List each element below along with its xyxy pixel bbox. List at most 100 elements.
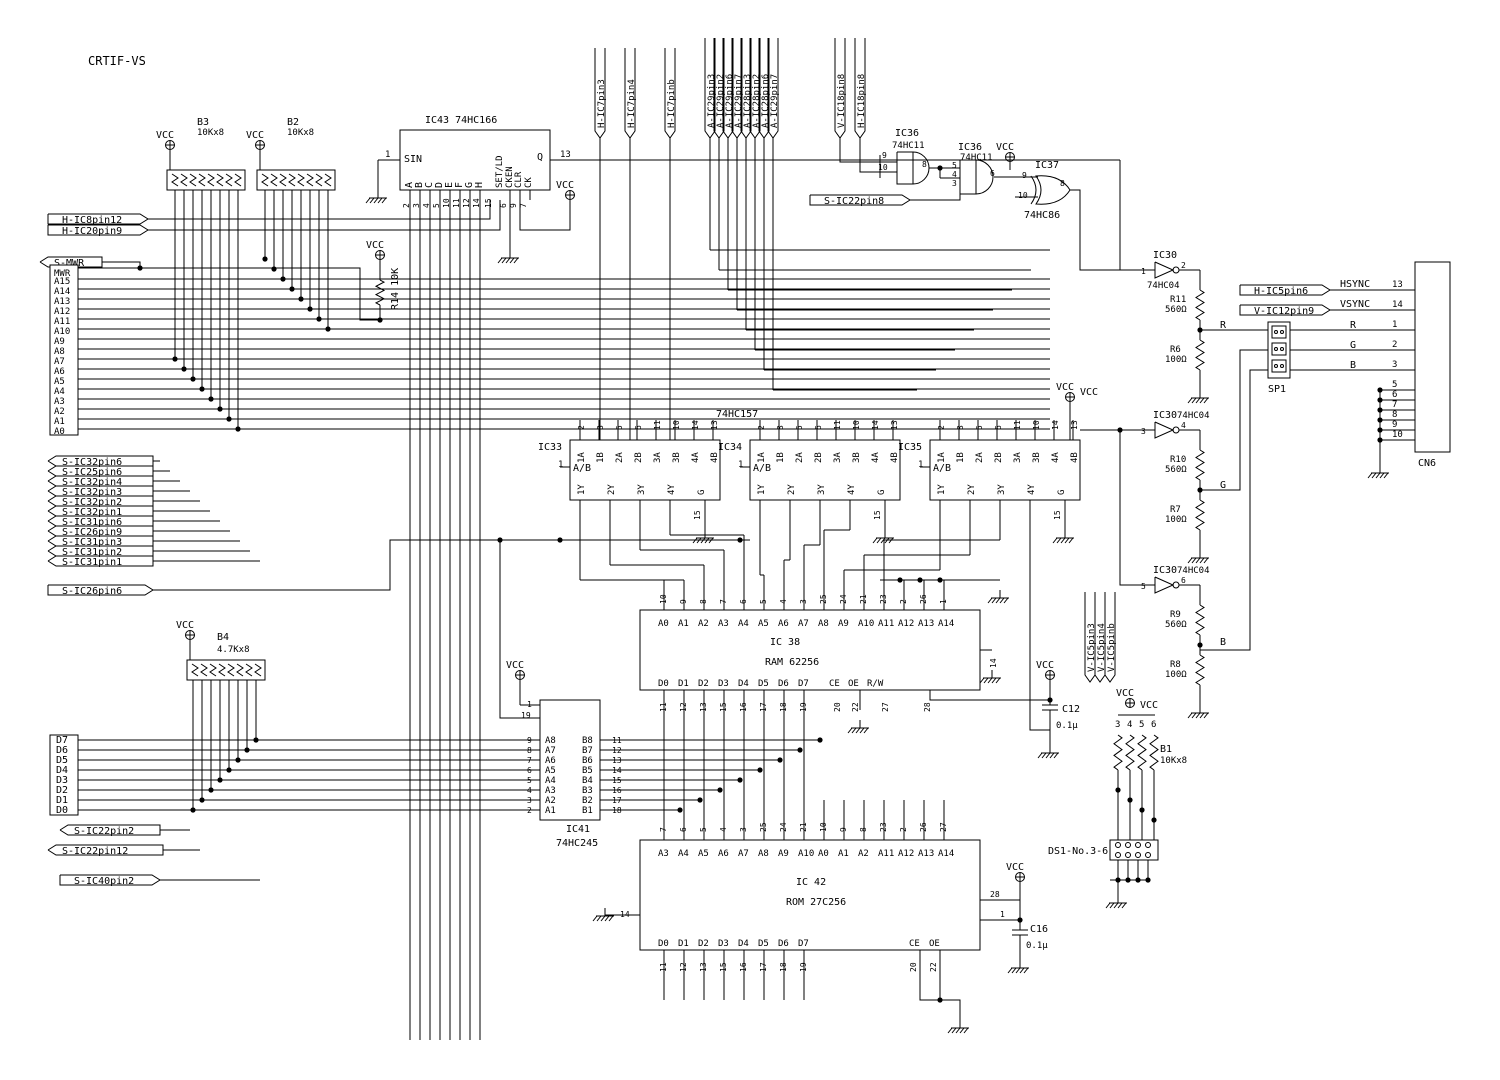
mux-pin-label: 3Y (997, 484, 1007, 495)
ic38-address-label: A11 (878, 619, 894, 629)
pin-number: 7 (519, 203, 528, 208)
mux-pin-label: 2A (615, 452, 625, 463)
vcc-icon (1005, 152, 1015, 162)
pin-number: 9 (509, 203, 518, 208)
ic42-address-label: A12 (898, 849, 914, 859)
label: IC36 (895, 128, 919, 139)
pin-number: 3 (956, 425, 965, 430)
signal-tag-label: H-IC7pin3 (597, 79, 607, 128)
label: 74HC86 (1024, 210, 1060, 221)
junction-dot (199, 386, 205, 392)
wire (519, 190, 571, 231)
cn6-pin-label: 1 (1392, 320, 1397, 330)
data-bus-label: D4 (56, 765, 68, 776)
mux-pin-label: 1B (596, 452, 606, 463)
mux-pin-label: 4B (710, 452, 720, 463)
ic42-data-label: D3 (718, 939, 729, 949)
resistor-icon (1113, 734, 1123, 771)
label: R (1220, 320, 1227, 331)
cn6-pin-label: 5 (1392, 380, 1397, 390)
label: 100Ω (1165, 355, 1187, 365)
ground-icon (373, 197, 379, 204)
label: 8 (1060, 179, 1065, 188)
mux-pin-label: 2Y (787, 484, 797, 495)
signal-tag-label: S-IC31pin6 (62, 517, 122, 528)
ic43-body (399, 129, 551, 191)
bus-signal-label: A4 (54, 387, 65, 397)
signal-tag (47, 224, 149, 236)
ic42-address-label: A4 (678, 849, 689, 859)
label: R6 (1170, 345, 1181, 355)
cn6-pin-label: 3 (1392, 360, 1397, 370)
ic38-data-label: D6 (778, 679, 789, 689)
vcc-label: VCC (556, 180, 574, 191)
ic30-inverter (1154, 421, 1175, 439)
resistor-icon (297, 173, 305, 187)
ds1-contact (1145, 842, 1151, 848)
ground-icon (365, 197, 371, 204)
pin-number: 6 (499, 203, 508, 208)
junction-dot (172, 356, 178, 362)
ground-icon (1195, 712, 1201, 719)
label: A/B (933, 463, 951, 474)
sp1-contact (1274, 347, 1278, 351)
label: R7 (1170, 505, 1181, 515)
ic38-address-label: A13 (918, 619, 934, 629)
junction-dot (1377, 397, 1383, 403)
sp1-contact (1280, 364, 1284, 368)
junction-dot (937, 577, 943, 583)
label: 74HC04 (1177, 411, 1210, 421)
label: RAM 62256 (765, 657, 819, 668)
mux-ref: IC34 (718, 442, 742, 453)
junction-dot (377, 317, 383, 323)
label: 74HC11 (892, 141, 925, 151)
pin-number: 15 (873, 510, 882, 520)
ic38-address-label: A7 (798, 619, 809, 629)
ic38-data-label: D0 (658, 679, 669, 689)
label: 4 (527, 786, 532, 795)
data-bus-bracket (49, 734, 79, 816)
mux-ref: IC35 (898, 442, 922, 453)
resistor-icon (1195, 339, 1205, 371)
resistor-icon (234, 173, 242, 187)
ic43-input-label: H (474, 182, 485, 188)
ground-icon (381, 197, 387, 204)
pin-number: SET/LD (495, 155, 505, 188)
mux-pin-label: 2Y (967, 484, 977, 495)
pin-number: 5 (975, 425, 984, 430)
junction-dot (190, 807, 196, 813)
label: 560Ω (1165, 465, 1187, 475)
ground-icon (1203, 397, 1209, 404)
junction-dot (937, 997, 943, 1003)
vcc-label: VCC (506, 660, 524, 671)
ground-icon (1117, 902, 1123, 909)
ic42-address-label: A0 (818, 849, 829, 859)
bus-signal-label: A11 (54, 317, 70, 327)
label: G (1220, 480, 1226, 491)
ground-icon (947, 1027, 953, 1034)
wire (1200, 349, 1268, 491)
resistor-icon (374, 279, 386, 306)
pin-number: 20 (833, 702, 842, 712)
ground-icon (1109, 902, 1115, 909)
signal-tag-label: H-IC7pin4 (627, 79, 637, 128)
ic42-address-label: A14 (938, 849, 954, 859)
signal-tag-label: H-IC7pinb (667, 79, 677, 128)
bus-signal-label: A12 (54, 307, 70, 317)
signal-tag-label: S-IC26pin9 (62, 527, 122, 538)
mux-pin-label: 2B (814, 452, 824, 463)
label: VCC (1080, 387, 1098, 398)
label: IC 38 (770, 637, 800, 648)
data-bus-label: D6 (56, 745, 68, 756)
wire (1200, 369, 1268, 651)
ic42-data-label: D4 (738, 939, 749, 949)
pin-number: 11 (452, 198, 461, 208)
signal-tag (47, 584, 154, 596)
label: B5 (582, 766, 593, 776)
ic42-ctrl-label: OE (929, 939, 940, 949)
pin-number: 4 (422, 203, 431, 208)
resistor-icon (245, 663, 253, 677)
junction-dot (1377, 387, 1383, 393)
ground-icon (955, 1027, 961, 1034)
signal-tag-label: S-IC22pin12 (62, 846, 128, 857)
